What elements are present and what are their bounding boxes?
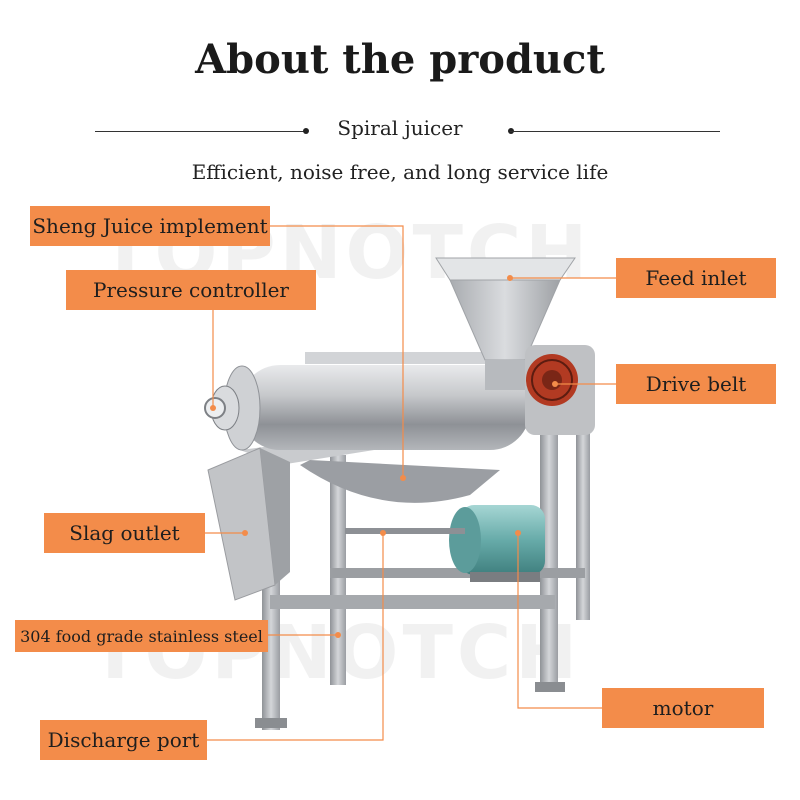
callout-lines: [205, 225, 616, 741]
label-discharge-port: Discharge port: [40, 720, 207, 760]
product-subtitle: Spiral juicer: [337, 116, 463, 140]
product-tagline: Efficient, noise free, and long service …: [191, 160, 609, 184]
callout-dots: [210, 275, 558, 638]
label-feed-inlet: Feed inlet: [616, 258, 776, 298]
drum: [204, 352, 530, 503]
label-slag-outlet: Slag outlet: [44, 513, 205, 553]
label-motor: motor: [602, 688, 764, 728]
label-drive-belt: Drive belt: [616, 364, 776, 404]
label-sheng-juice-implement: Sheng Juice implement: [30, 206, 270, 246]
feed-hopper: [435, 257, 576, 390]
label-304-food-grade-stainless-steel: 304 food grade stainless steel: [15, 620, 268, 652]
divider-right: [510, 131, 720, 132]
drive-pulley: [525, 345, 595, 435]
divider-dot-left: [303, 128, 309, 134]
page-title: About the product: [195, 36, 605, 83]
divider-left: [95, 131, 305, 132]
motor-unit: [345, 505, 545, 582]
label-pressure-controller: Pressure controller: [66, 270, 316, 310]
slag-chute: [207, 447, 290, 601]
